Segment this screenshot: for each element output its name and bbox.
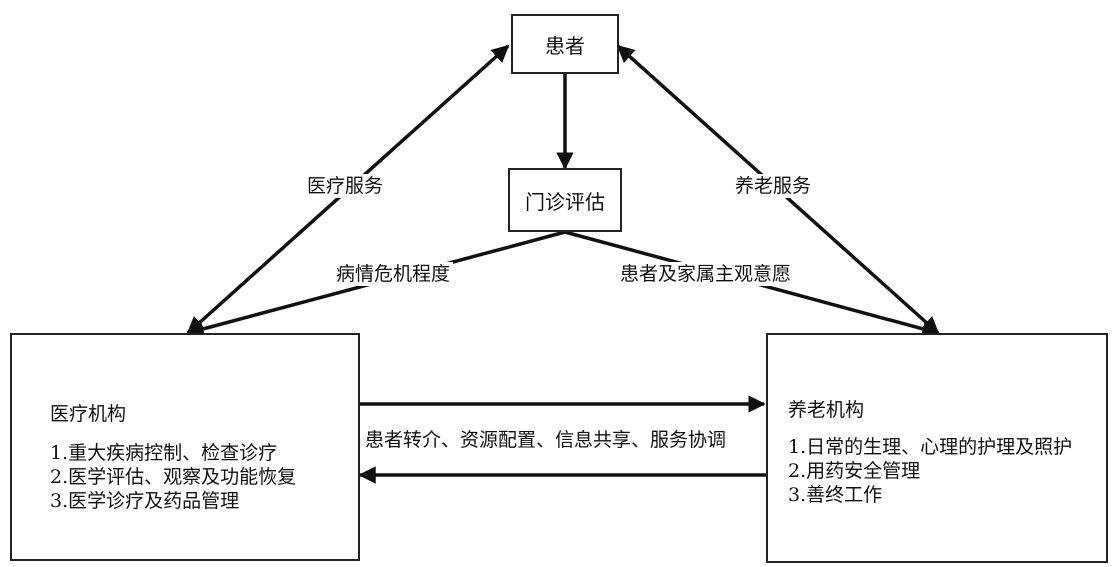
eldercare-institution-node: 养老机构 1.日常的生理、心理的护理及照护 2.用药安全管理 3.善终工作 (766, 333, 1108, 563)
eldercare-duty-item: 3.善终工作 (788, 484, 883, 506)
medical-service-label: 医疗服务 (304, 174, 387, 198)
cooperation-label: 患者转介、资源配置、信息共享、服务协调 (365, 429, 727, 451)
eldercare-duty-item: 1.日常的生理、心理的护理及照护 (788, 436, 1073, 458)
outpatient-assessment-node: 门诊评估 (508, 168, 622, 232)
eldercare-institution-duties: 1.日常的生理、心理的护理及照护 2.用药安全管理 3.善终工作 (788, 435, 1072, 507)
patient-node: 患者 (511, 14, 619, 74)
eldercare-duty-item: 2.用药安全管理 (788, 460, 921, 482)
outpatient-label: 门诊评估 (525, 189, 605, 214)
medical-duty-item: 1.重大疾病控制、检查诊疗 (50, 442, 278, 464)
medical-institution-node: 医疗机构 1.重大疾病控制、检查诊疗 2.医学评估、观察及功能恢复 3.医学诊疗… (10, 333, 360, 561)
eldercare-institution-title: 养老机构 (788, 399, 865, 421)
patient-label: 患者 (545, 33, 585, 58)
medical-duty-item: 3.医学诊疗及药品管理 (50, 490, 240, 512)
patient-family-will-label: 患者及家属主观意愿 (617, 262, 795, 286)
medical-institution-title: 医疗机构 (50, 403, 127, 425)
illness-severity-label: 病情危机程度 (333, 262, 454, 286)
medical-institution-duties: 1.重大疾病控制、检查诊疗 2.医学评估、观察及功能恢复 3.医学诊疗及药品管理 (50, 441, 296, 513)
medical-duty-item: 2.医学评估、观察及功能恢复 (50, 466, 297, 488)
eldercare-service-label: 养老服务 (732, 174, 815, 198)
